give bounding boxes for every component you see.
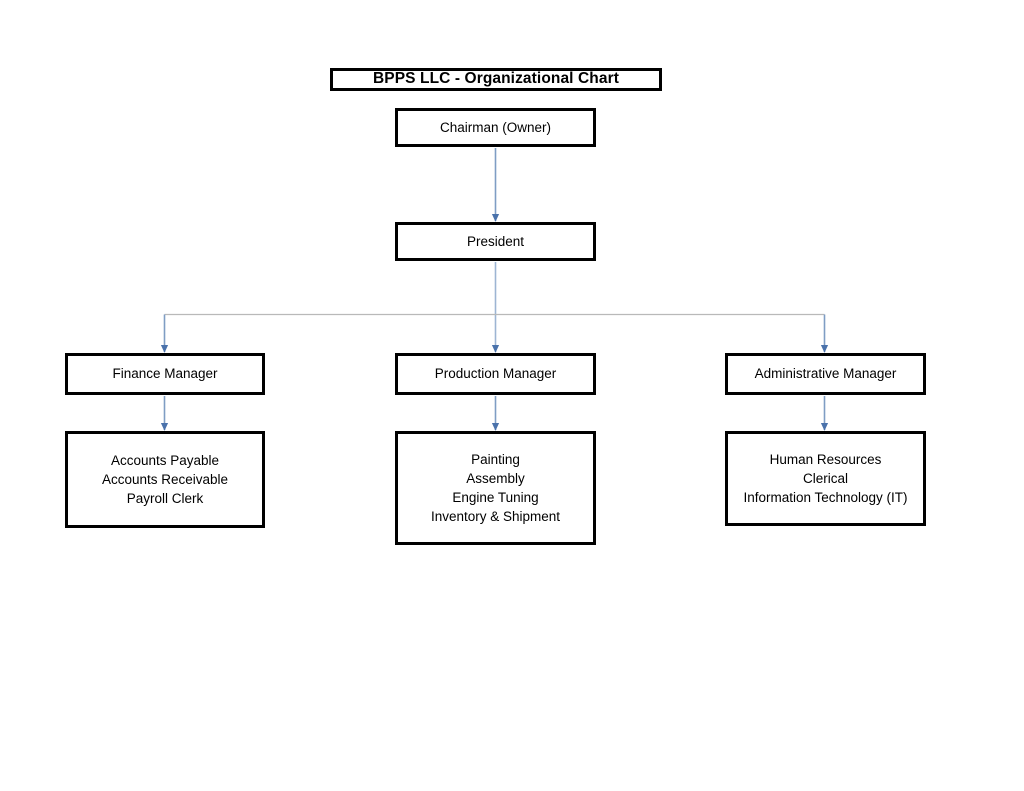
node-finance-staff: Accounts Payable Accounts Receivable Pay… [65,431,265,528]
production-staff-line-2: Assembly [466,470,525,486]
admin-staff-line-3: Information Technology (IT) [743,490,908,506]
finance-staff-line-3: Payroll Clerk [126,491,204,507]
node-administrative-manager: Administrative Manager [725,353,926,395]
node-administrative-staff: Human Resources Clerical Information Tec… [725,431,926,526]
node-administrative-manager-label: Administrative Manager [754,366,897,382]
admin-staff-line-2: Clerical [802,470,848,486]
node-finance-manager: Finance Manager [65,353,265,395]
admin-staff-line-1: Human Resources [769,451,882,467]
node-production-staff: Painting Assembly Engine Tuning Inventor… [395,431,596,545]
chart-title-box: BPPS LLC - Organizational Chart [330,68,662,91]
finance-staff-line-2: Accounts Receivable [101,471,229,487]
node-production-manager-label: Production Manager [434,366,557,382]
chart-title-text: BPPS LLC - Organizational Chart [373,70,619,88]
production-staff-line-4: Inventory & Shipment [430,509,561,525]
production-staff-line-1: Painting [471,451,520,467]
node-president: President [395,222,596,261]
node-chairman: Chairman (Owner) [395,108,596,147]
production-staff-line-3: Engine Tuning [452,490,539,505]
finance-staff-line-1: Accounts Payable [110,452,220,468]
node-chairman-label: Chairman (Owner) [439,119,552,135]
node-production-manager: Production Manager [395,353,596,395]
node-finance-manager-label: Finance Manager [112,366,218,382]
node-president-label: President [466,233,525,249]
